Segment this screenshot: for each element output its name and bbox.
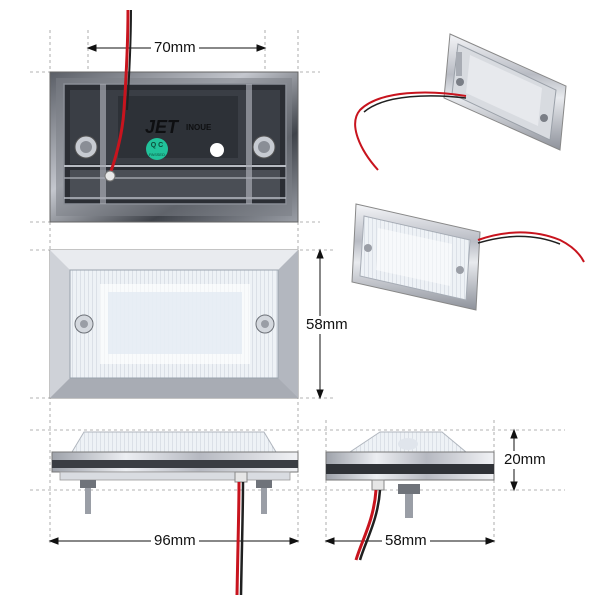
dim-label-front-height: 58mm bbox=[303, 316, 351, 334]
qc-mark: Q C bbox=[150, 142, 164, 149]
front-view bbox=[49, 249, 299, 399]
back-view bbox=[49, 9, 299, 223]
qc-text: PASSED bbox=[149, 152, 165, 157]
brand-logo: JET bbox=[145, 117, 179, 137]
angled-back-view bbox=[354, 33, 567, 171]
side-view bbox=[325, 431, 495, 561]
angled-front-view bbox=[351, 203, 585, 311]
dim-label-side-height: 20mm bbox=[501, 451, 549, 469]
dim-label-side-width: 58mm bbox=[382, 532, 430, 550]
dim-label-bottom-width: 96mm bbox=[151, 532, 199, 550]
bottom-view bbox=[51, 431, 299, 596]
dim-label-back-width: 70mm bbox=[151, 39, 199, 57]
brand-suffix: INOUE bbox=[186, 123, 212, 132]
dimension-arrows bbox=[48, 44, 518, 545]
